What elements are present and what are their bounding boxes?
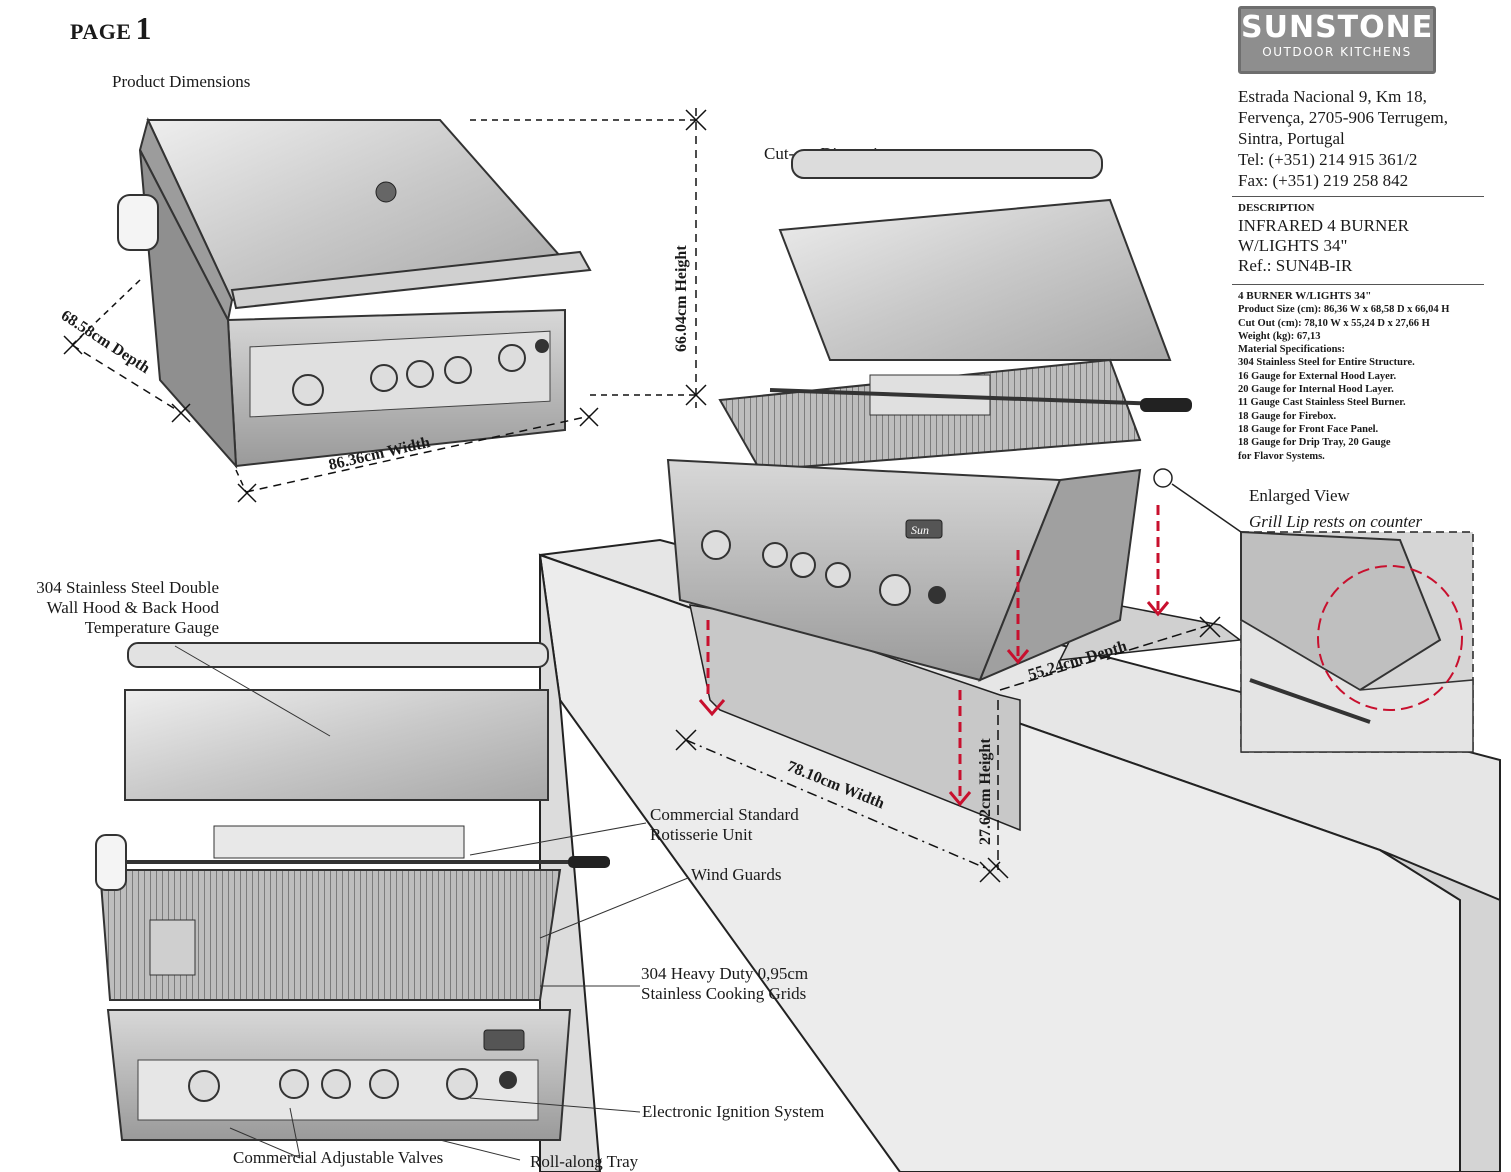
cutout-height-label: 27.62cm Height <box>977 738 994 845</box>
rotisserie-callout-line: Commercial Standard <box>650 805 799 824</box>
address-line: Estrada Nacional 9, Km 18, <box>1238 87 1427 106</box>
open-grill-illustration <box>95 642 610 1141</box>
description-line: W/LIGHTS 34" <box>1238 236 1348 255</box>
page-number: 1 <box>135 10 152 46</box>
spec-line: Product Size (cm): 86,36 W x 68,58 D x 6… <box>1238 304 1450 316</box>
hood-callout-line: 304 Stainless Steel Double <box>36 578 219 597</box>
cooking-grids-callout: 304 Heavy Duty 0,95cm Stainless Cooking … <box>641 964 808 1004</box>
specifications: 4 BURNER W/LIGHTS 34" Product Size (cm):… <box>1238 290 1500 463</box>
spec-line: Material Specifications: <box>1238 344 1346 356</box>
description-line: INFRARED 4 BURNER <box>1238 216 1409 235</box>
spec-line: 304 Stainless Steel for Entire Structure… <box>1238 357 1415 369</box>
brand-badge: Sun <box>911 523 929 537</box>
page-label: PAGE <box>70 19 132 44</box>
grill-lip-caption: Grill Lip rests on counter <box>1249 512 1423 531</box>
description-heading: DESCRIPTION <box>1238 202 1315 214</box>
logo-subtitle: OUTDOOR KITCHENS <box>1262 45 1412 59</box>
sunstone-logo: SUNSTONE OUTDOOR KITCHENS <box>1238 6 1436 74</box>
address-fax: Fax: (+351) 219 258 842 <box>1238 171 1409 190</box>
description-ref: Ref.: SUN4B-IR <box>1238 256 1353 275</box>
red-guide-arrows <box>698 505 1170 807</box>
specs-heading: 4 BURNER W/LIGHTS 34" <box>1238 290 1372 302</box>
logo-brand: SUNSTONE <box>1241 10 1434 45</box>
spec-line: Weight (kg): 67,13 <box>1238 330 1321 342</box>
enlarged-view-inset <box>1153 468 1474 753</box>
hood-callout-line: Temperature Gauge <box>84 618 219 637</box>
address-line: Sintra, Portugal <box>1238 129 1345 148</box>
tray-callout: Roll-along Tray <box>530 1152 639 1171</box>
company-address: Estrada Nacional 9, Km 18, Fervença, 270… <box>1238 86 1448 191</box>
valves-callout: Commercial Adjustable Valves <box>233 1148 444 1167</box>
ignition-callout: Electronic Ignition System <box>642 1102 825 1121</box>
spec-line: 18 Gauge for Firebox. <box>1238 410 1337 422</box>
callout-leaders <box>174 645 689 1161</box>
closed-grill-illustration <box>117 117 592 469</box>
spec-line: 16 Gauge for External Hood Layer. <box>1238 370 1397 382</box>
spec-line: for Flavor Systems. <box>1238 450 1325 462</box>
product-dimensions-title: Product Dimensions <box>112 72 251 91</box>
divider <box>1232 284 1484 285</box>
product-dimension-lines <box>63 108 707 503</box>
product-depth-label: 68.58cm Depth <box>58 307 153 377</box>
description-block: INFRARED 4 BURNER W/LIGHTS 34" Ref.: SUN… <box>1238 216 1409 276</box>
divider <box>1232 196 1484 197</box>
enlarged-view-title: Enlarged View <box>1249 486 1350 505</box>
product-height-label: 66.04cm Height <box>673 245 690 352</box>
address-phone: Tel: (+351) 214 915 361/2 <box>1238 150 1418 169</box>
cooking-grids-callout-line: Stainless Cooking Grids <box>641 984 807 1003</box>
cutout-grill-illustration: Sun <box>666 149 1192 682</box>
spec-line: 18 Gauge for Front Face Panel. <box>1238 423 1379 435</box>
hood-callout: 304 Stainless Steel Double Wall Hood & B… <box>14 578 219 638</box>
spec-line: 11 Gauge Cast Stainless Steel Burner. <box>1238 397 1406 409</box>
rotisserie-callout: Commercial Standard Rotisserie Unit <box>650 805 799 845</box>
spec-line: Cut Out (cm): 78,10 W x 55,24 D x 27,66 … <box>1238 317 1430 329</box>
hood-callout-line: Wall Hood & Back Hood <box>46 598 219 617</box>
spec-line: 18 Gauge for Drip Tray, 20 Gauge <box>1238 437 1391 449</box>
cutout-dimension-lines <box>675 616 1221 883</box>
rotisserie-callout-line: Rotisserie Unit <box>650 825 753 844</box>
wind-guards-callout: Wind Guards <box>691 865 782 884</box>
cooking-grids-callout-line: 304 Heavy Duty 0,95cm <box>641 964 809 983</box>
spec-line: 20 Gauge for Internal Hood Layer. <box>1238 384 1394 396</box>
address-line: Fervença, 2705-906 Terrugem, <box>1238 108 1448 127</box>
